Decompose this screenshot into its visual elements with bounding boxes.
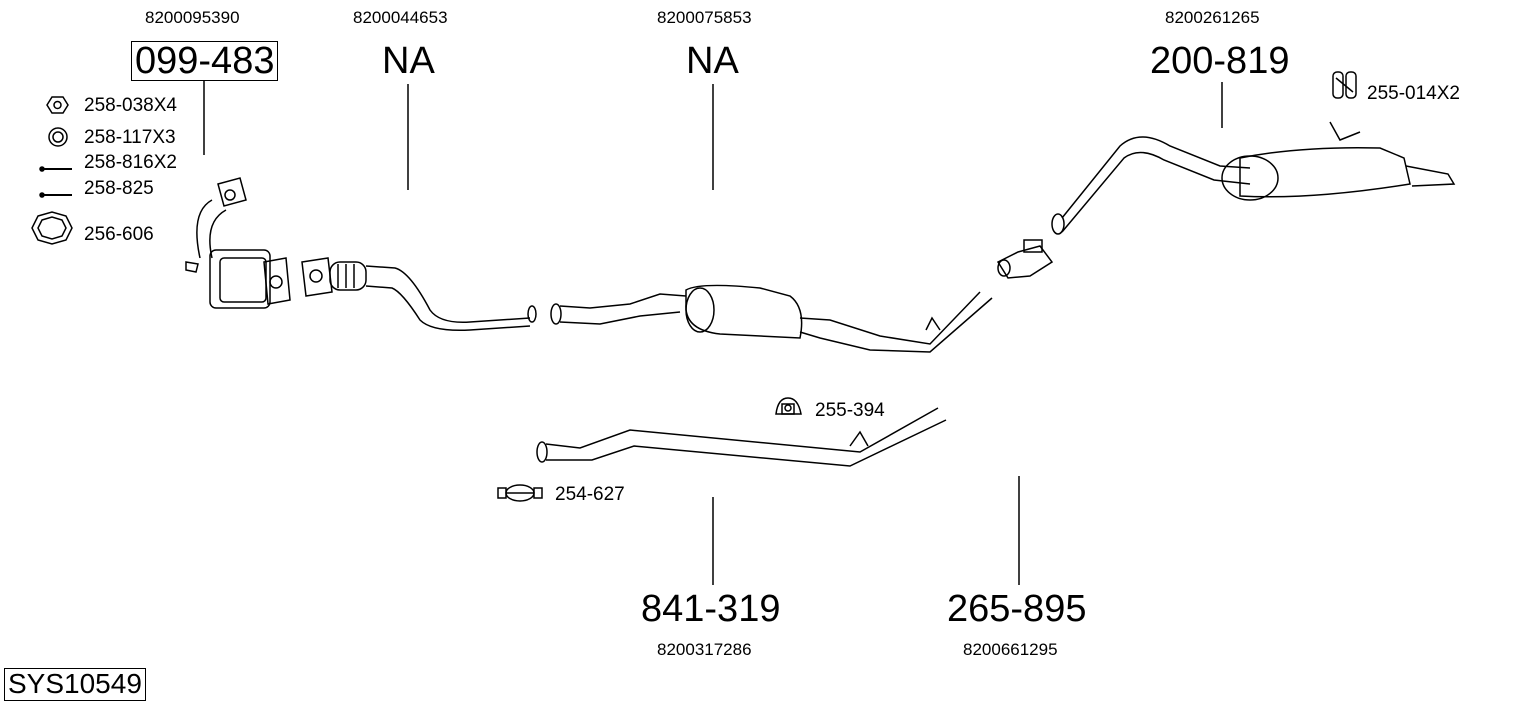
oem-number: 8200044653 — [353, 8, 448, 27]
part-number[interactable]: NA — [382, 40, 435, 82]
washer-icon — [48, 127, 68, 147]
gasket-icon — [31, 211, 73, 245]
pipe-connector-drawing — [996, 239, 1054, 279]
accessory-label[interactable]: 258-825 — [84, 178, 154, 199]
rubber-hanger-icon — [1332, 71, 1357, 99]
nut-icon — [46, 96, 69, 114]
oem-number: 8200317286 — [657, 640, 752, 659]
accessory-label[interactable]: 258-117X3 — [84, 127, 176, 148]
accessory-label[interactable]: 256-606 — [84, 224, 154, 245]
part-number[interactable]: 099-483 — [131, 41, 279, 81]
flex-pipe-drawing — [301, 257, 537, 332]
part-number[interactable]: NA — [686, 40, 739, 82]
catalytic-converter-drawing — [185, 177, 291, 309]
middle-pipe-drawing — [550, 284, 993, 353]
accessory-label[interactable]: 258-038X4 — [84, 95, 177, 116]
rubber-mount-icon — [775, 397, 802, 415]
clamp-icon — [497, 484, 543, 502]
part-number[interactable]: 200-819 — [1150, 40, 1290, 82]
oem-number: 8200095390 — [145, 8, 240, 27]
system-id: SYS10549 — [4, 668, 146, 701]
accessory-label[interactable]: 254-627 — [555, 484, 625, 505]
tail-pipe-drawing — [536, 407, 947, 467]
bolt-icon — [39, 192, 72, 198]
accessory-label[interactable]: 255-014X2 — [1367, 83, 1460, 104]
oem-number: 8200261265 — [1165, 8, 1260, 27]
oem-number: 8200661295 — [963, 640, 1058, 659]
oem-number: 8200075853 — [657, 8, 752, 27]
bolt-icon — [39, 166, 72, 172]
rear-muffler-drawing — [1051, 121, 1456, 235]
part-number[interactable]: 265-895 — [947, 588, 1087, 630]
accessory-label[interactable]: 255-394 — [815, 400, 885, 421]
accessory-label[interactable]: 258-816X2 — [84, 152, 177, 173]
part-number[interactable]: 841-319 — [641, 588, 781, 630]
